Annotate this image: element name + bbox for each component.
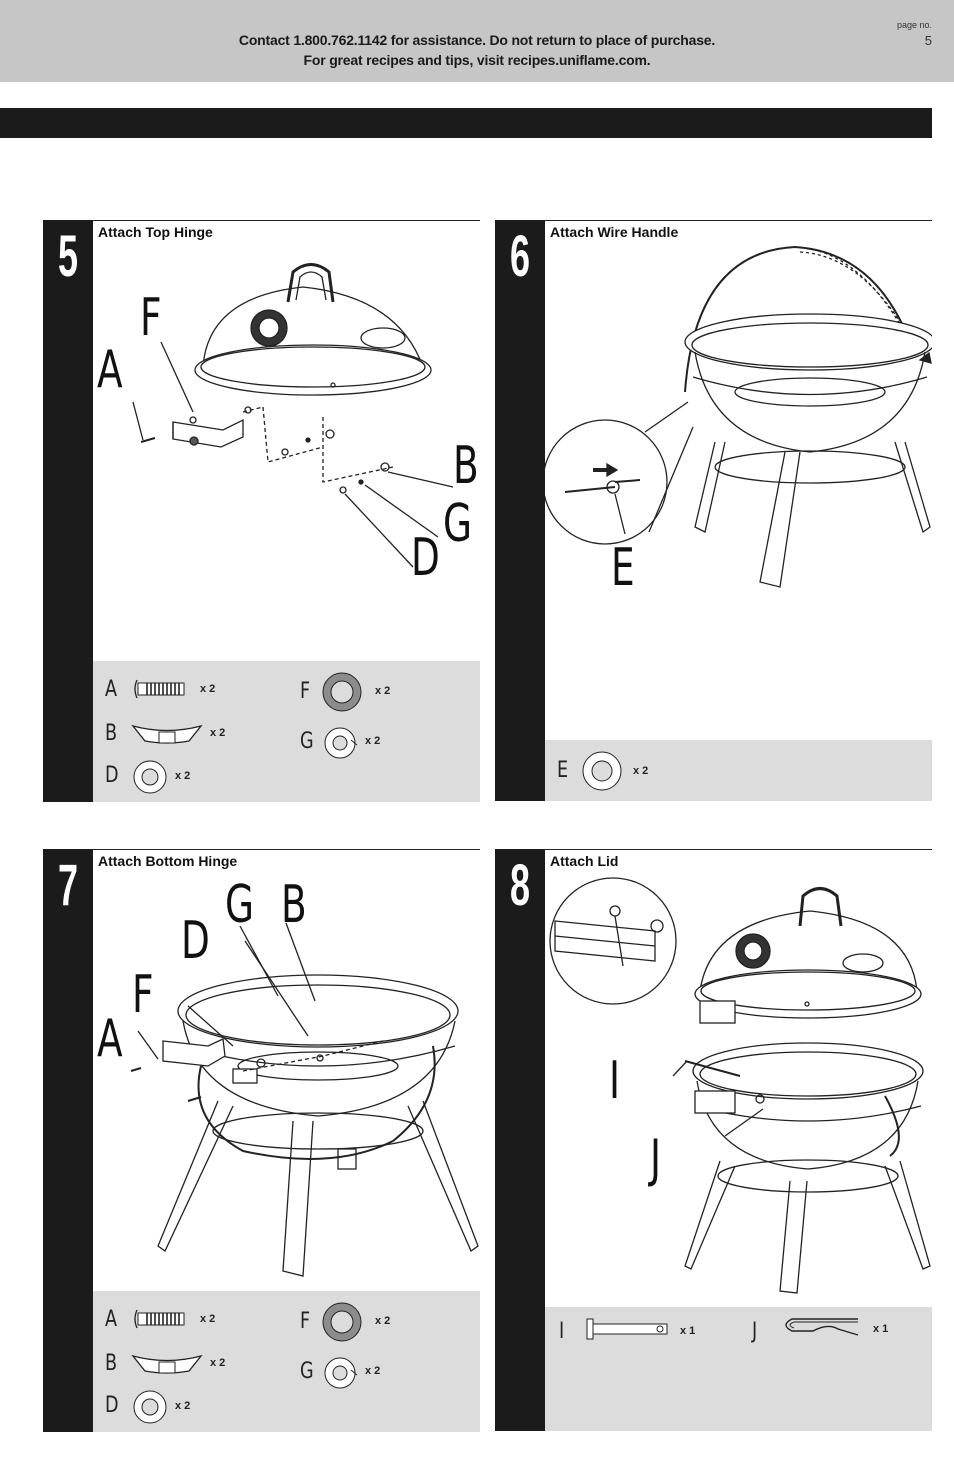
page-header: Contact 1.800.762.1142 for assistance. D… [0, 0, 954, 82]
wing-nut-icon [131, 724, 203, 744]
hardware-list: A x 2 F x 2 B x 2 G x 2 [93, 1291, 480, 1432]
part-quantity: x 2 [175, 1400, 191, 1412]
callout-G: G [443, 494, 473, 554]
callout-E: E [611, 538, 635, 598]
panel-top-rule [545, 220, 932, 221]
recipes-website-text: For great recipes and tips, visit recipe… [303, 52, 651, 68]
lock-washer-icon [324, 1357, 358, 1389]
part-letter: B [105, 721, 118, 746]
callout-B: B [453, 436, 479, 496]
wing-nut-icon [131, 1354, 203, 1374]
callout-B: B [281, 875, 307, 935]
step-number: 7 [57, 853, 78, 918]
step-6-panel: 6 Attach Wire Handle [495, 220, 932, 801]
bolt-icon [134, 679, 185, 699]
hitch-pin-clip-icon [785, 1318, 859, 1336]
attach-lid-diagram [545, 871, 932, 1307]
part-quantity: x 2 [210, 1357, 226, 1369]
callout-G: G [225, 875, 255, 935]
step-number: 5 [57, 224, 78, 289]
flat-washer-icon [582, 751, 622, 791]
callout-A: A [97, 340, 123, 400]
part-letter: A [105, 677, 118, 702]
flat-washer-icon [133, 1390, 167, 1424]
callout-J: J [650, 1129, 662, 1189]
spring-washer-icon [322, 672, 362, 712]
part-quantity: x 2 [175, 770, 191, 782]
lid-hinge-illustration [132, 263, 454, 568]
wire-handle-illustration [545, 245, 932, 588]
part-letter: J [752, 1319, 758, 1344]
lock-washer-icon [324, 727, 358, 759]
hardware-list: I x 1 J x 1 [545, 1307, 932, 1431]
step-7-panel: 7 Attach Bottom Hinge [43, 849, 480, 1432]
part-letter: G [300, 729, 314, 754]
step-sidebar: 5 [43, 220, 93, 802]
bowl-hinge-illustration [130, 922, 479, 1277]
part-quantity: x 2 [200, 1313, 216, 1325]
step-8-panel: 8 Attach Lid [495, 849, 932, 1431]
callout-F: F [132, 965, 154, 1025]
wire-handle-diagram [545, 242, 932, 622]
panel-top-rule [545, 849, 932, 850]
part-letter: B [105, 1351, 118, 1376]
part-letter: E [557, 758, 569, 783]
step-sidebar: 7 [43, 849, 93, 1432]
bolt-icon [134, 1309, 185, 1329]
bottom-hinge-diagram [93, 871, 480, 1289]
section-banner [0, 108, 932, 138]
hinge-pin-icon [586, 1318, 668, 1340]
page-number-label: page no. [896, 20, 932, 30]
page-number: 5 [924, 33, 932, 48]
panel-top-rule [93, 220, 480, 221]
assistance-contact-text: Contact 1.800.762.1142 for assistance. D… [238, 32, 716, 48]
step-5-panel: 5 Attach Top Hinge [43, 220, 480, 802]
part-quantity: x 2 [210, 727, 226, 739]
flat-washer-icon [133, 760, 167, 794]
panel-top-rule [93, 849, 480, 850]
part-quantity: x 2 [365, 1365, 381, 1377]
callout-A: A [97, 1009, 123, 1069]
page-number-block: page no. 5 [897, 20, 932, 48]
part-letter: D [105, 1393, 119, 1418]
part-letter: F [300, 679, 311, 704]
part-quantity: x 2 [365, 735, 381, 747]
part-letter: A [105, 1307, 118, 1332]
hardware-list: A x 2 F x 2 B x 2 G [93, 661, 480, 802]
callout-D: D [181, 911, 210, 971]
step-title: Attach Lid [550, 853, 619, 869]
part-letter: I [559, 1319, 565, 1344]
lid-attach-illustration [549, 877, 931, 1294]
step-sidebar: 8 [495, 849, 545, 1431]
hardware-list: E x 2 [545, 740, 932, 801]
part-letter: F [300, 1309, 311, 1334]
part-quantity: x 1 [873, 1323, 889, 1335]
step-number: 8 [509, 853, 530, 918]
step-title: Attach Top Hinge [98, 224, 213, 240]
part-quantity: x 2 [633, 765, 649, 777]
spring-washer-icon [322, 1302, 362, 1342]
part-quantity: x 1 [680, 1325, 696, 1337]
part-quantity: x 2 [375, 1315, 391, 1327]
part-letter: D [105, 763, 119, 788]
step-title: Attach Wire Handle [550, 224, 679, 240]
step-number: 6 [509, 224, 530, 289]
part-letter: G [300, 1359, 314, 1384]
step-sidebar: 6 [495, 220, 545, 801]
callout-D: D [411, 528, 440, 588]
callout-I: I [609, 1051, 621, 1111]
step-title: Attach Bottom Hinge [98, 853, 238, 869]
part-quantity: x 2 [200, 683, 216, 695]
part-quantity: x 2 [375, 685, 391, 697]
top-hinge-diagram [93, 242, 480, 660]
callout-F: F [140, 288, 162, 348]
